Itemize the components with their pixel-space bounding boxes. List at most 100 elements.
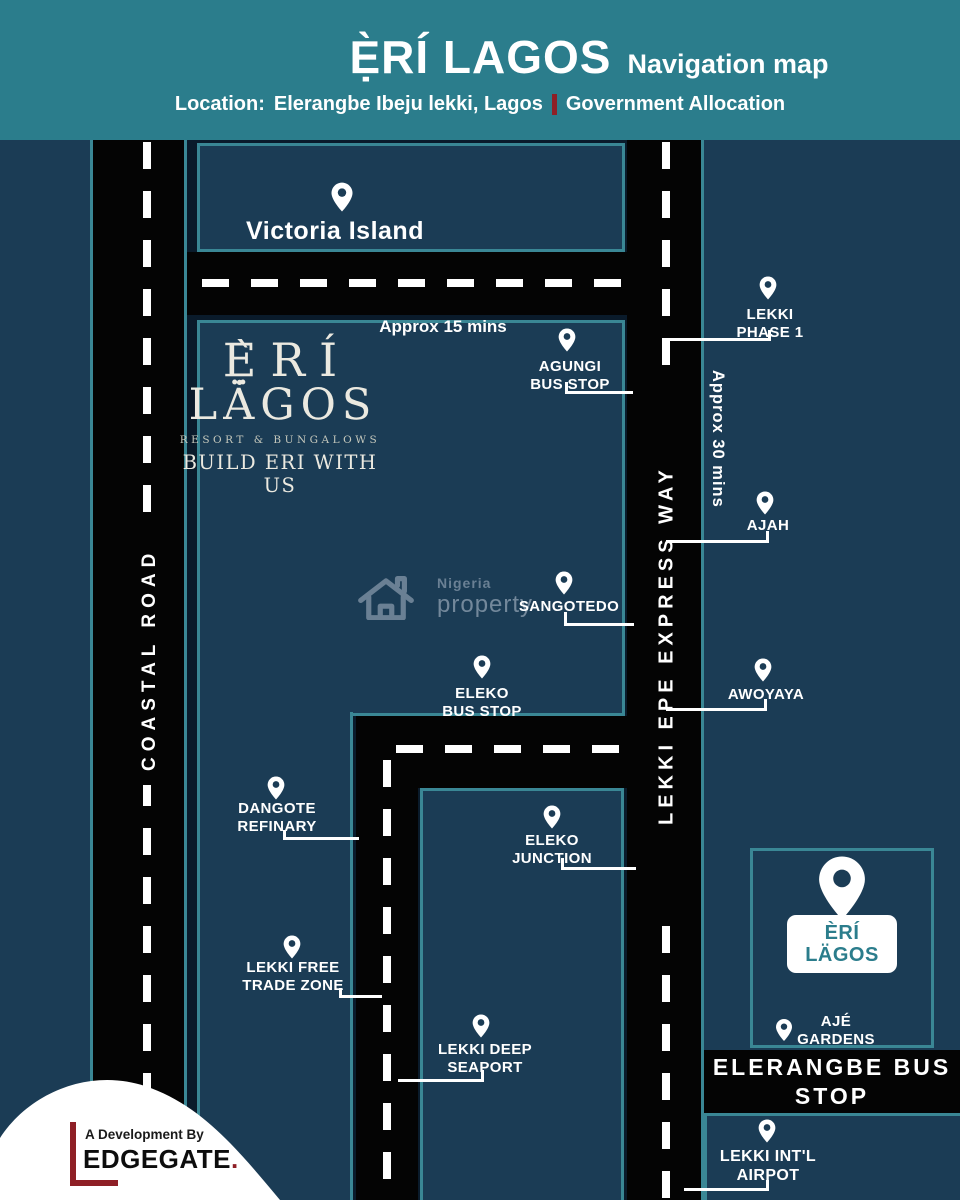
- ajah-label: AJAH: [746, 517, 790, 534]
- map-pin-icon: [543, 805, 561, 829]
- sangotedo-connector: [564, 612, 567, 626]
- elerangbe-road-band: [704, 1050, 960, 1113]
- agungi-connector: [565, 382, 568, 394]
- mid-road-h-dashes: [396, 745, 621, 753]
- time-30min: Approx 30 mins: [709, 370, 727, 508]
- eri-lagos-logo: Ẹ̀RÍ LÄGOS RESORT & BUNGALOWS BUILD ERI …: [168, 333, 392, 498]
- lekki-free-trade-zone-pin: [283, 935, 301, 959]
- airport-connector: [766, 1180, 769, 1191]
- map-pin-icon: [473, 655, 491, 679]
- sangotedo-label: SANGOTEDO: [518, 598, 620, 615]
- map-pin-icon: [758, 1119, 776, 1143]
- logo-line1: Ẹ̀RÍ: [222, 333, 352, 387]
- seaport-connector: [481, 1070, 484, 1082]
- map-pin-icon: [331, 182, 353, 212]
- airport-block: [704, 1113, 960, 1200]
- location-line: Location: Elerangbe Ibeju lekki, Lagos G…: [0, 93, 960, 116]
- watermark-line2: property: [437, 591, 534, 618]
- awoyaya-connector: [764, 699, 767, 711]
- eleko-junction-pin: [543, 805, 561, 829]
- awoyaya-label: AWOYAYA: [727, 686, 805, 703]
- map-pin-icon: [759, 276, 777, 300]
- sangotedo-connector: [564, 623, 634, 626]
- developer-prefix: A Development By: [85, 1127, 204, 1142]
- separator-bar: [551, 94, 557, 115]
- seaport-connector: [398, 1079, 484, 1082]
- eleko-junction-block: [420, 788, 624, 1200]
- airport-connector: [684, 1188, 769, 1191]
- dangote-refinary-pin: [267, 776, 285, 800]
- title-main: Ẹ̀RÍ LAGOS: [349, 31, 612, 83]
- lekki-free-connector: [339, 995, 382, 998]
- edgegate-logo: EDGEGATE.: [83, 1144, 239, 1174]
- agungi-connector: [565, 391, 633, 394]
- allocation-text: Government Allocation: [565, 93, 786, 115]
- victoria-island-block: [197, 143, 625, 252]
- map-pin-icon: [819, 856, 865, 920]
- map-pin-icon: [283, 935, 301, 959]
- logo-slogan: BUILD ERI WITH US: [182, 451, 378, 498]
- edgegate-bracket: [70, 1180, 118, 1186]
- watermark-line1: Nigeria: [437, 575, 492, 591]
- logo-line2: LÄGOS: [188, 380, 378, 431]
- expressway-label: LEKKI EPE EXPRESS WAY: [645, 383, 689, 907]
- top-road-dashes: [202, 279, 622, 287]
- awoyaya-connector: [666, 708, 767, 711]
- eleko-bus-stop-pin: [473, 655, 491, 679]
- coastal-road-label: COASTAL ROAD: [128, 533, 172, 785]
- mid-road-v-dashes: [383, 760, 391, 1198]
- map-pin-icon: [756, 491, 774, 515]
- ajah-connector: [766, 531, 769, 543]
- eri-logo-block: [197, 320, 625, 716]
- map-pin-icon: [754, 658, 772, 682]
- eleko-junction-connector: [561, 858, 564, 870]
- house-icon: [358, 576, 414, 620]
- victoria-island-pin: [331, 182, 353, 212]
- header: Ẹ̀RÍ LAGOS Navigation map Location: Eler…: [0, 0, 960, 140]
- lekki-free-connector: [339, 988, 342, 998]
- location-value: Elerangbe Ibeju lekki, Lagos: [273, 93, 543, 115]
- watermark: Nigeria property: [348, 574, 533, 620]
- map-pin-icon: [776, 1019, 792, 1041]
- destination-area-outline: [750, 848, 934, 1048]
- dangote-connector: [283, 830, 286, 840]
- edgegate-bracket: [70, 1122, 76, 1186]
- destination-card: ÈRÍ LÄGOS: [787, 915, 897, 973]
- awoyaya-pin: [754, 658, 772, 682]
- map-pin-icon: [472, 1014, 490, 1038]
- victoria-island-label: Victoria Island: [246, 217, 424, 245]
- time-15min: Approx 15 mins: [379, 317, 507, 336]
- ajah-connector: [666, 540, 769, 543]
- map-pin-icon: [555, 571, 573, 595]
- ajah-pin: [756, 491, 774, 515]
- lekki-deep-seaport-pin: [472, 1014, 490, 1038]
- location-label: Location:: [174, 93, 265, 115]
- logo-tagline: RESORT & BUNGALOWS: [179, 434, 381, 447]
- dangote-connector: [283, 837, 359, 840]
- lekki-phase1-connector: [768, 330, 771, 341]
- watermark-text: Nigeria property: [437, 575, 533, 619]
- eleko-junction-connector: [561, 867, 636, 870]
- map-pin-icon: [267, 776, 285, 800]
- map-pin-icon: [558, 328, 576, 352]
- destination-line2: LÄGOS: [805, 944, 879, 966]
- edgegate-dot: .: [230, 1144, 239, 1174]
- lekki-airport-pin: [758, 1119, 776, 1143]
- west-strip-block: [0, 140, 90, 1200]
- lekki-phase1-pin: [759, 276, 777, 300]
- lekki-phase1-connector: [666, 338, 771, 341]
- title-suffix: Navigation map: [627, 49, 829, 79]
- page-title: Ẹ̀RÍ LAGOS Navigation map: [0, 30, 960, 84]
- sangotedo-pin: [555, 571, 573, 595]
